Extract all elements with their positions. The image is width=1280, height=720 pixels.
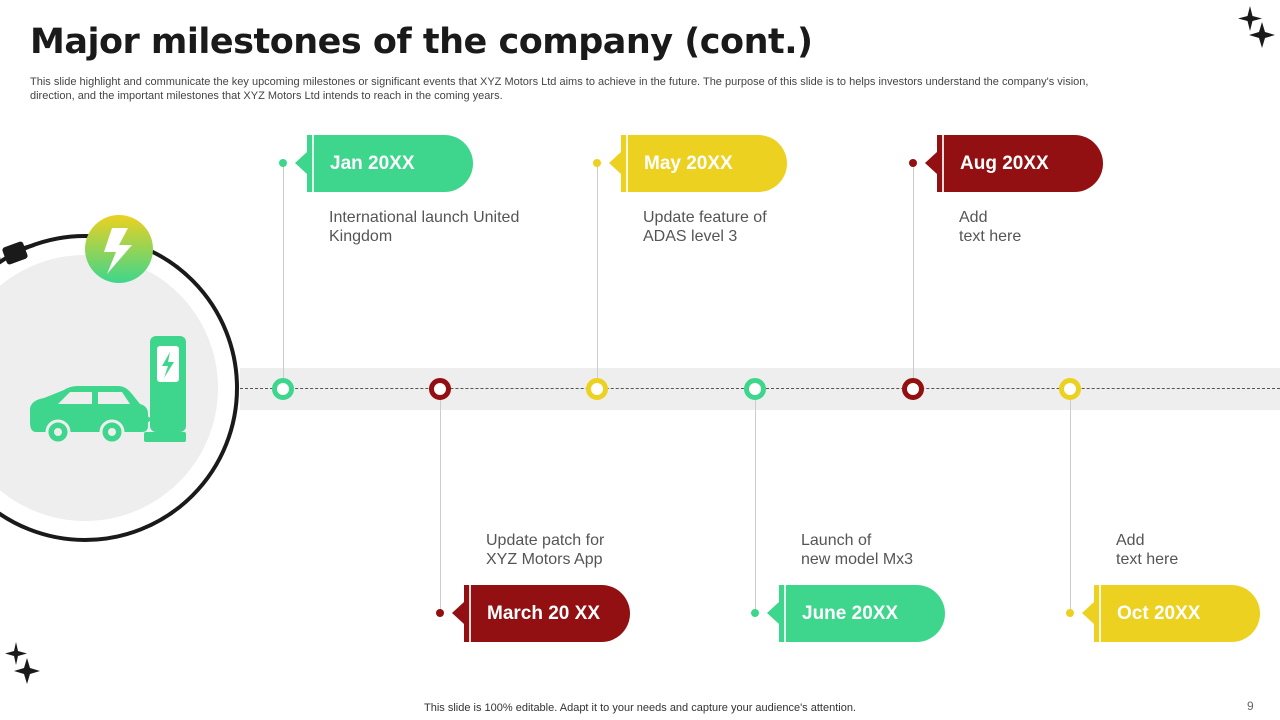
milestone-description-line1: Add — [959, 209, 988, 226]
milestone-connector — [913, 163, 914, 378]
milestone-description-line1: Add — [1116, 532, 1145, 549]
milestone-date-tag: Jan 20XX — [307, 135, 473, 192]
milestone-date-tag: June 20XX — [779, 585, 945, 642]
milestone-tag-pointer — [609, 152, 621, 174]
milestone-dot — [436, 609, 444, 617]
milestone-description-line1: International launch United — [329, 209, 520, 226]
page-title: Major milestones of the company (cont.) — [30, 22, 813, 62]
page-subtitle: This slide highlight and communicate the… — [30, 76, 1089, 102]
milestone-date-tag: Oct 20XX — [1094, 585, 1260, 642]
car-icon — [30, 386, 148, 445]
milestone-dot — [751, 609, 759, 617]
plug-icon — [0, 241, 35, 265]
milestone-dot — [593, 159, 601, 167]
milestone-node — [586, 378, 608, 400]
milestone-date-tag: March 20 XX — [464, 585, 630, 642]
milestone-description-line2: new model Mx3 — [801, 551, 914, 568]
milestone-connector — [1070, 400, 1071, 613]
milestone-description-line1: Update patch for — [486, 532, 605, 549]
page-number: 9 — [1247, 699, 1254, 713]
milestone-tag-pointer — [925, 152, 937, 174]
milestone-tag-pointer — [452, 602, 464, 624]
ev-charging-illustration — [0, 215, 239, 542]
milestone-tag-pointer — [767, 602, 779, 624]
sparkle-icon — [1238, 6, 1275, 48]
milestone-tag-pointer — [1082, 602, 1094, 624]
milestone-description-line1: Launch of — [801, 532, 872, 549]
milestone-node — [902, 378, 924, 400]
milestone-connector — [755, 400, 756, 613]
milestone-description-line2: text here — [1116, 551, 1179, 568]
milestone-connector — [440, 400, 441, 613]
lightning-icon — [85, 215, 153, 283]
milestone-tag-pointer — [295, 152, 307, 174]
milestone-date-tag: Aug 20XX — [937, 135, 1103, 192]
milestone-description-line2: XYZ Motors App — [486, 551, 603, 568]
milestone-dot — [1066, 609, 1074, 617]
milestone-description-line2: ADAS level 3 — [643, 228, 738, 245]
milestone-node — [429, 378, 451, 400]
milestone-dot — [279, 159, 287, 167]
milestone-connector — [283, 163, 284, 378]
sparkle-icon — [5, 642, 40, 684]
milestone-dot — [909, 159, 917, 167]
milestone-description-line1: Update feature of — [643, 209, 767, 226]
milestone-connector — [597, 163, 598, 378]
milestone-node — [1059, 378, 1081, 400]
milestone-node — [744, 378, 766, 400]
milestone-description-line2: Kingdom — [329, 228, 393, 245]
footer-note: This slide is 100% editable. Adapt it to… — [424, 702, 856, 714]
milestone-date-tag: May 20XX — [621, 135, 787, 192]
milestone-description-line2: text here — [959, 228, 1022, 245]
milestone-node — [272, 378, 294, 400]
